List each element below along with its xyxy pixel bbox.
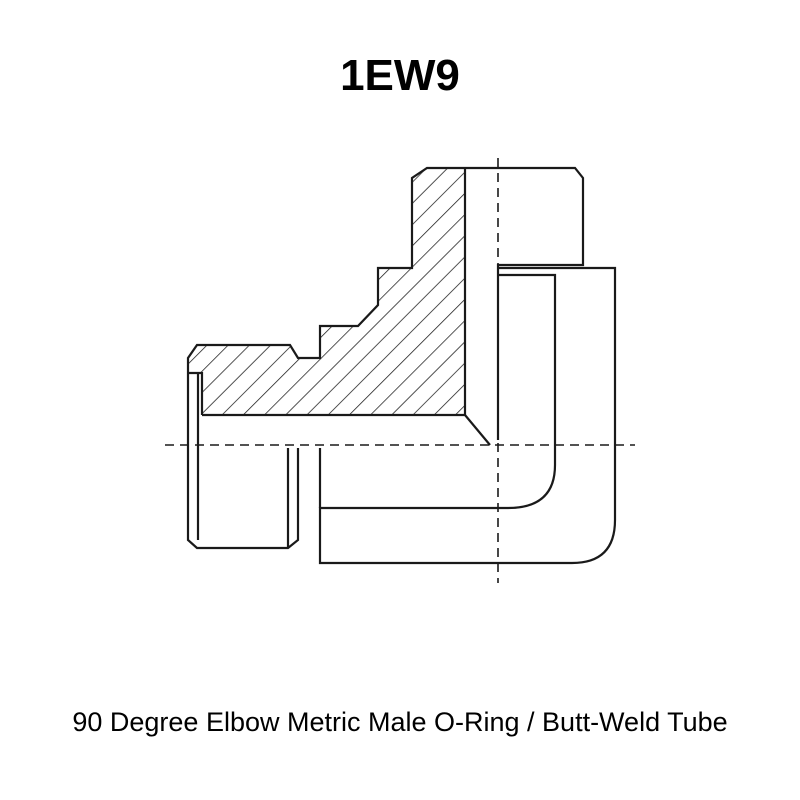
hatched-body-section [188, 168, 465, 415]
o-ring-stud-end [186, 371, 300, 550]
fitting-description-caption: 90 Degree Elbow Metric Male O-Ring / But… [72, 707, 728, 737]
body-outline [186, 166, 585, 440]
part-number-title: 1EW9 [340, 51, 460, 100]
bore-line [202, 413, 491, 446]
